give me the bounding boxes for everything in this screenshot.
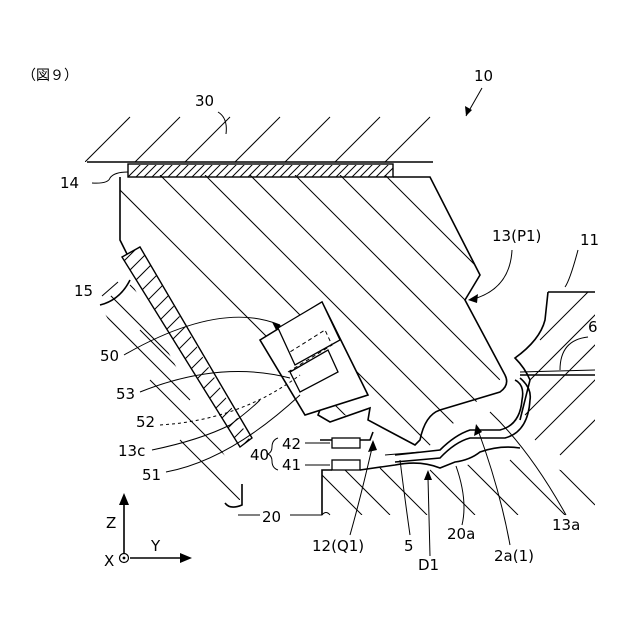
leader-d1 (428, 478, 430, 556)
part-15-cut (100, 280, 130, 305)
label-11: 11 (580, 231, 599, 249)
leader-20a (456, 466, 464, 525)
label-6: 6 (588, 318, 598, 336)
body-13-hatch (120, 175, 640, 510)
label-42: 42 (282, 435, 301, 453)
leader-13a (490, 412, 566, 515)
label-30: 30 (195, 92, 214, 110)
part-41 (332, 460, 360, 470)
label-52: 52 (136, 413, 155, 431)
film-6-top (520, 370, 595, 372)
label-41: 41 (282, 456, 301, 474)
leader-6 (560, 337, 588, 370)
arrowhead-13-p1 (468, 294, 478, 303)
leader-50 (124, 317, 280, 355)
brace-40 (268, 438, 278, 470)
x-axis-dot (123, 557, 126, 560)
axis-y-label: Y (150, 537, 161, 555)
label-13c: 13c (118, 442, 145, 460)
figure-title: （図９） (22, 68, 78, 84)
film-2a-lower (395, 378, 530, 462)
leader-13-p1 (470, 250, 512, 300)
leader-11 (565, 250, 578, 287)
part-11-outline (515, 292, 595, 420)
leader-20 (238, 513, 330, 516)
part-42 (332, 438, 360, 448)
label-12-q1: 12(Q1) (312, 537, 364, 555)
y-arrowhead (180, 553, 192, 563)
member-30-hatch (85, 117, 430, 162)
label-51: 51 (142, 466, 161, 484)
label-5: 5 (404, 537, 414, 555)
leader-5 (400, 460, 410, 535)
z-arrowhead (119, 493, 129, 505)
label-20: 20 (262, 508, 281, 526)
arrowhead-12-q1 (368, 440, 377, 452)
label-15: 15 (74, 282, 93, 300)
label-13a: 13a (552, 516, 580, 534)
label-10: 10 (474, 67, 493, 85)
axis-z-label: Z (106, 514, 116, 532)
label-d1: D1 (418, 556, 439, 574)
label-50: 50 (100, 347, 119, 365)
label-53: 53 (116, 385, 135, 403)
label-14: 14 (60, 174, 79, 192)
label-2a-1: 2a(1) (494, 547, 534, 565)
label-13-p1: 13(P1) (492, 227, 541, 245)
leader-15 (102, 282, 118, 296)
axis-x-label: X (104, 552, 114, 570)
label-20a: 20a (447, 525, 475, 543)
leader-14 (92, 172, 128, 183)
part-11-hatch (525, 280, 640, 455)
leader-30 (218, 112, 226, 134)
label-40: 40 (250, 446, 269, 464)
